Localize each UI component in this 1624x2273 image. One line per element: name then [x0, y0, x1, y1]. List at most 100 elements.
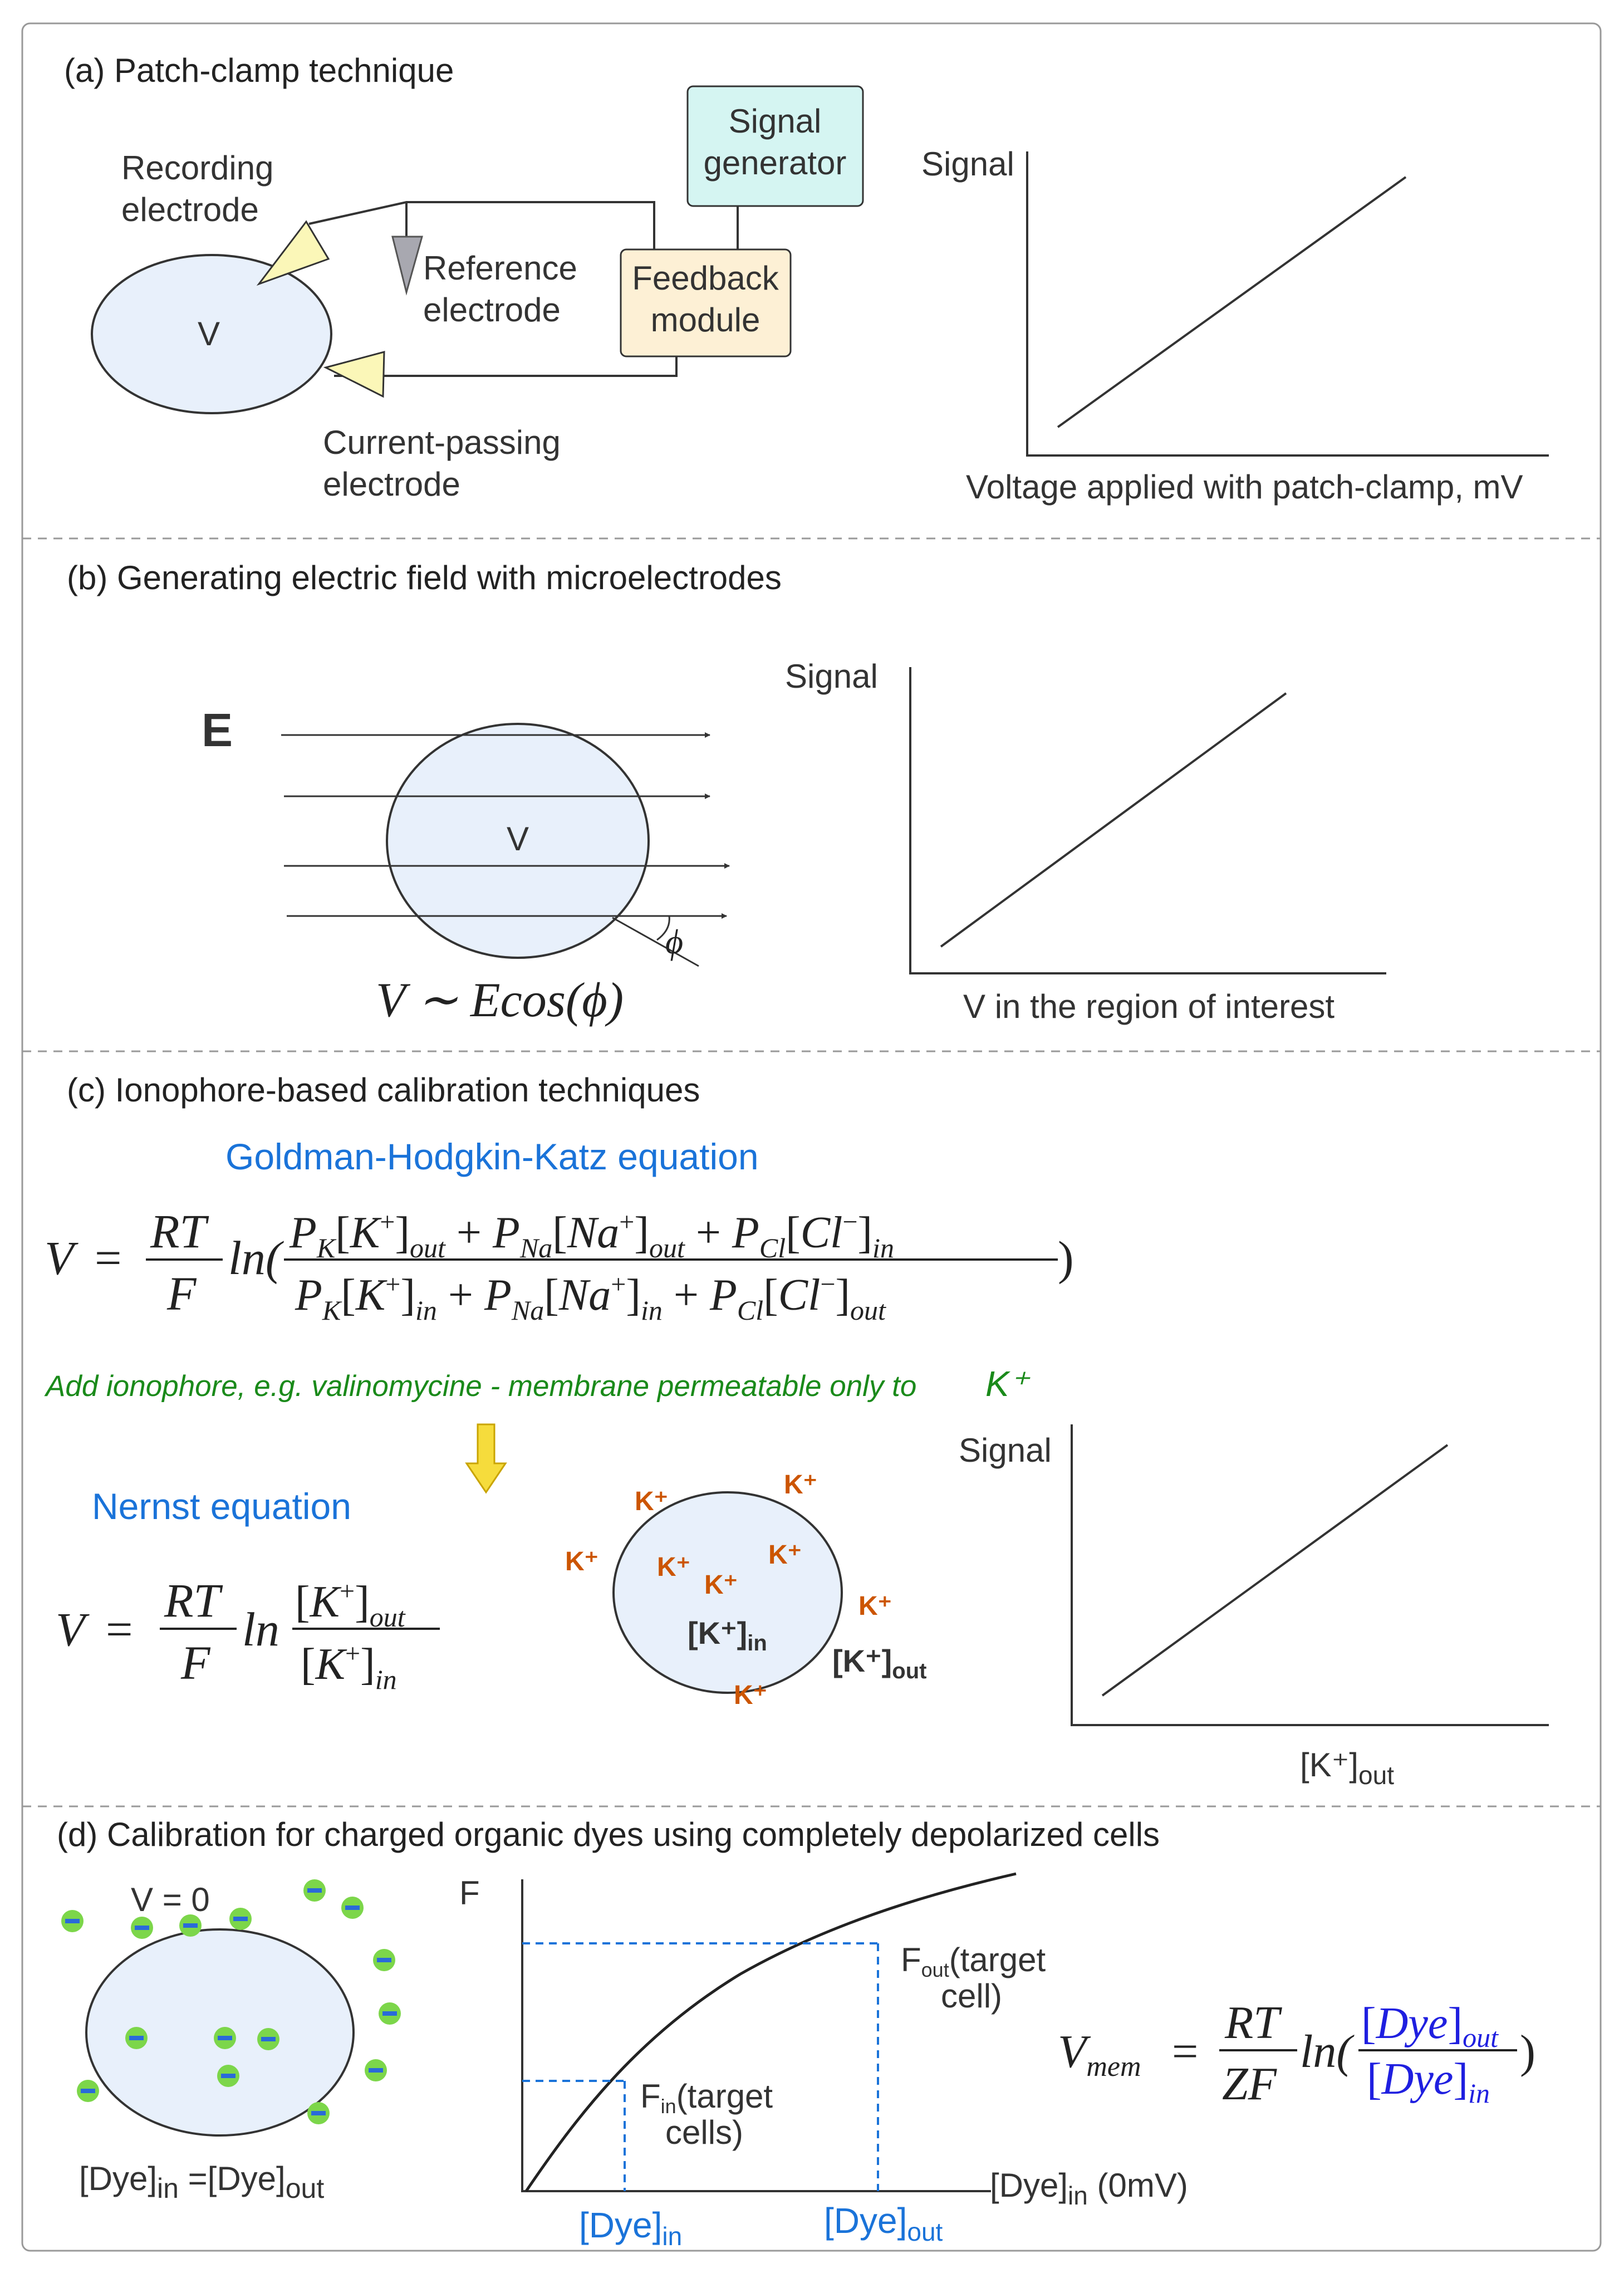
cell-b-label: V — [507, 820, 529, 858]
svg-text:Vmem: Vmem — [1058, 2026, 1141, 2083]
current-electrode-label-1: Current-passing — [323, 424, 561, 461]
plot-d-axes — [521, 1879, 991, 2192]
wire-current — [334, 356, 678, 377]
minus-charge-icon — [129, 2036, 144, 2040]
f-in-label-2: cells) — [665, 2114, 743, 2151]
minus-charge-icon — [377, 1958, 391, 1962]
f-in-label: Fin(target — [640, 2078, 773, 2118]
svg-text:ln: ln — [242, 1603, 279, 1656]
k-ion: K⁺ — [768, 1540, 802, 1570]
current-electrode — [323, 351, 385, 398]
feedback-module-label-1: Feedback — [632, 259, 779, 297]
cell-b — [386, 723, 650, 959]
plot-d-ylabel: F — [459, 1874, 480, 1912]
svg-text:V: V — [45, 1231, 78, 1285]
signal-generator-label-2: generator — [704, 144, 847, 182]
section-c: (c) Ionophore-based calibration techniqu… — [44, 1071, 1549, 1790]
section-c-title: (c) Ionophore-based calibration techniqu… — [67, 1071, 700, 1109]
svg-text:RT: RT — [150, 1204, 209, 1258]
svg-text:[K+]in: [K+]in — [301, 1639, 397, 1695]
vmem-equation: Vmem = RT ZF ln( [Dye]out [Dye]in ) — [1058, 1997, 1535, 2110]
ionophore-note: Add ionophore, e.g. valinomycine - membr… — [44, 1370, 916, 1403]
cell-a-label: V — [198, 315, 220, 352]
svg-text:[K+]out: [K+]out — [295, 1576, 406, 1633]
svg-text:): ) — [1520, 2026, 1535, 2078]
svg-text:): ) — [1058, 1231, 1074, 1285]
minus-charge-icon — [221, 2074, 235, 2078]
field-label: E — [202, 704, 233, 756]
normal-line — [612, 917, 699, 967]
ghk-equation: V = RT F ln( PK[K+]out + PNa[Na+]out + P… — [45, 1204, 1074, 1326]
plot-c-xlabel: [K⁺]out — [1300, 1746, 1394, 1790]
svg-text:[Dye]out: [Dye]out — [1361, 1999, 1499, 2053]
reference-electrode — [391, 236, 423, 296]
f-out-label: Fout(target — [901, 1941, 1046, 1981]
svg-text:RT: RT — [1224, 1997, 1282, 2049]
f-out-label-2: cell) — [941, 1977, 1002, 2015]
minus-charge-icon — [218, 2036, 232, 2040]
k-ions: K⁺ K⁺ K⁺ K⁺ K⁺ K⁺ K⁺ K⁺ — [565, 1470, 892, 1710]
plot-c-ylabel: Signal — [959, 1432, 1052, 1469]
plot-a-line — [1057, 176, 1407, 428]
minus-charge-icon — [369, 2068, 383, 2073]
cell-c — [612, 1491, 843, 1694]
plot-a-axes — [1026, 151, 1549, 457]
nernst-title: Nernst equation — [92, 1486, 351, 1527]
plot-c-line — [1101, 1444, 1449, 1697]
ionophore-ion: K⁺ — [985, 1364, 1031, 1404]
plot-b-xlabel: V in the region of interest — [963, 988, 1334, 1025]
section-a-title: (a) Patch-clamp technique — [64, 52, 454, 89]
recording-electrode — [256, 220, 330, 286]
plot-a-xlabel: Voltage applied with patch-clamp, mV — [966, 468, 1523, 506]
section-a: (a) Patch-clamp technique V Recording el… — [64, 52, 1549, 506]
plot-b-ylabel: Signal — [785, 658, 878, 695]
figure-frame — [21, 22, 1602, 2252]
k-out-label: [K⁺]out — [832, 1643, 926, 1683]
plot-b-line — [940, 692, 1287, 948]
current-electrode-label-2: electrode — [323, 466, 460, 503]
svg-text:PK[K+]out + PNa[Na+]out + PCl[: PK[K+]out + PNa[Na+]out + PCl[Cl−]in — [289, 1207, 894, 1263]
minus-charge-icon — [135, 1926, 149, 1930]
svg-text:F: F — [180, 1636, 211, 1689]
svg-text:F: F — [166, 1267, 197, 1320]
k-ion: K⁺ — [657, 1552, 690, 1582]
section-d: (d) Calibration for charged organic dyes… — [57, 1816, 1535, 2251]
k-ion: K⁺ — [704, 1570, 738, 1600]
minus-charge-icon — [183, 1923, 198, 1928]
svg-text:V: V — [56, 1603, 90, 1656]
minus-charge-icon — [311, 2111, 326, 2115]
k-ion: K⁺ — [635, 1487, 668, 1516]
minus-charge-icon — [261, 2037, 276, 2041]
section-b: (b) Generating electric field with micro… — [67, 559, 1386, 1027]
signal-generator-label-1: Signal — [729, 102, 822, 140]
down-arrow-icon — [465, 1423, 507, 1494]
wire-recording — [308, 201, 655, 290]
minus-charge-icon — [233, 1917, 248, 1921]
svg-text:ln(: ln( — [1300, 2026, 1355, 2078]
dye-equilibrium: [Dye]in =[Dye]out — [79, 2160, 324, 2204]
minus-charge-icon — [81, 2089, 95, 2093]
plot-d-xlabel: [Dye]in (0mV) — [990, 2167, 1188, 2210]
recording-electrode-label-1: Recording — [121, 149, 274, 187]
signal-generator-box — [686, 85, 864, 207]
svg-text:=: = — [95, 1231, 122, 1285]
cell-a — [91, 254, 332, 414]
svg-text:[Dye]in: [Dye]in — [1367, 2055, 1490, 2109]
k-in-label: [K⁺]in — [688, 1615, 767, 1655]
minus-charge-icon — [382, 2011, 397, 2016]
svg-text:=: = — [106, 1603, 133, 1656]
minus-charge-icon — [345, 1905, 360, 1910]
ghk-title: Goldman-Hodgkin-Katz equation — [225, 1136, 759, 1177]
v-zero-label: V = 0 — [131, 1881, 210, 1918]
minus-charge-icon — [65, 1919, 80, 1923]
section-d-title: (d) Calibration for charged organic dyes… — [57, 1816, 1160, 1853]
plot-b-axes — [909, 667, 1386, 974]
feedback-module-label-2: module — [651, 301, 761, 339]
plot-a-ylabel: Signal — [921, 145, 1014, 183]
tick-dye-in: [Dye]in — [579, 2205, 682, 2251]
k-ion: K⁺ — [858, 1591, 892, 1621]
angle-arc — [656, 915, 670, 941]
k-ion: K⁺ — [734, 1681, 767, 1710]
recording-electrode-label-2: electrode — [121, 191, 259, 228]
